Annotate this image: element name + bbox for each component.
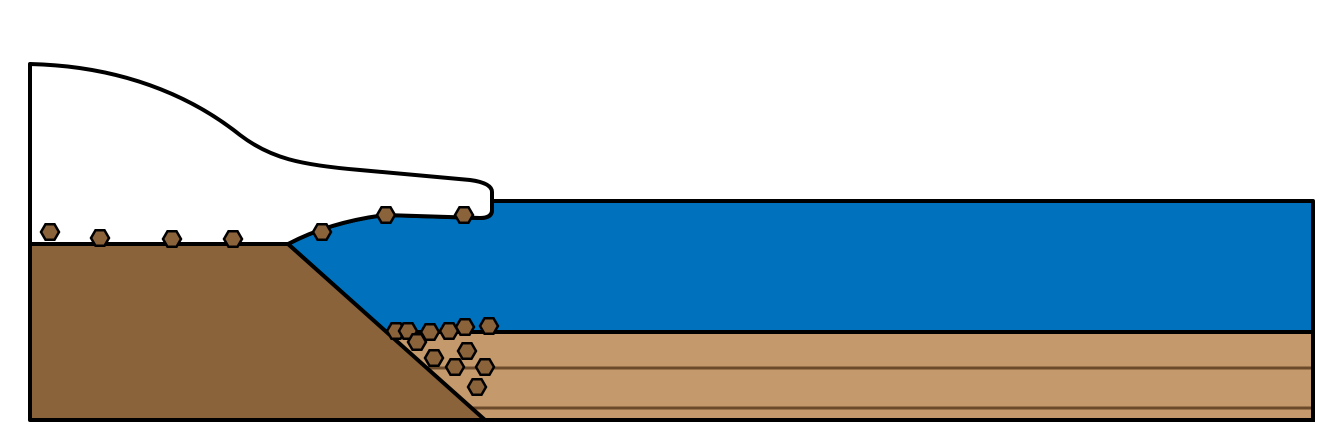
rock-hexagon (438, 321, 460, 341)
rock-hexagon (419, 322, 441, 342)
rock-hexagon (444, 357, 466, 377)
rock-hexagon (406, 332, 428, 352)
rock-hexagon (161, 229, 183, 249)
ice-sheet (28, 62, 494, 246)
rock-hexagon (423, 348, 445, 368)
ocean-water (286, 199, 1315, 334)
rock-hexagon (456, 341, 478, 361)
rock-hexagon (474, 357, 496, 377)
rock-hexagon (89, 228, 111, 248)
rock-hexagon (478, 316, 500, 336)
rock-hexagon (311, 222, 333, 242)
frame-outline (386, 330, 1315, 422)
rock-hexagon (375, 205, 397, 225)
rock-hexagon (453, 205, 475, 225)
rock-debris (39, 205, 500, 397)
rock-hexagon (222, 229, 244, 249)
rock-hexagon (466, 377, 488, 397)
rock-hexagon (454, 317, 476, 337)
sediment-layer (386, 332, 1313, 420)
rock-hexagon (39, 222, 61, 242)
